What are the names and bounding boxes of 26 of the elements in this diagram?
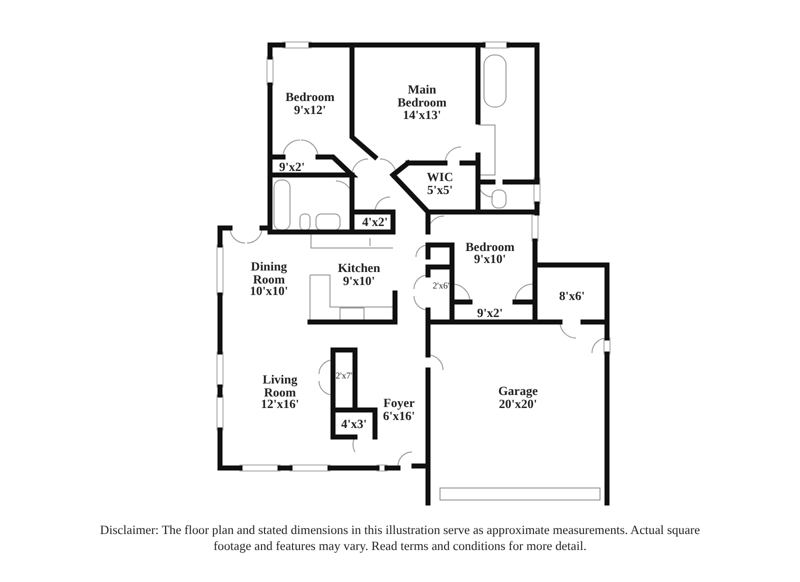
room-name: Main Bedroom [396,84,448,108]
closet-dimensions: 2'x7' [336,372,352,380]
room-name: Bedroom [465,240,515,254]
room-dimensions: 9'x10' [343,274,375,288]
room-dimensions: 6'x16' [383,410,415,422]
room-name: Bedroom [285,90,335,104]
closet-dimensions: 2'x6' [432,282,450,290]
room-name: Foyer [383,396,415,410]
room-name: Dining Room [250,260,288,286]
room-dimensions: 9'x2' [279,160,305,174]
room-dimensions: 9'x12' [294,104,326,116]
room-dimensions: 14'x13' [402,108,442,122]
room-dimensions: 4'x3' [341,418,367,430]
room-name: Garage [498,384,538,398]
room-dimensions: 5'x5' [427,184,453,196]
room-dimensions: 9'x10' [474,252,506,266]
room-dimensions: 8'x6' [559,290,585,302]
disclaimer-caption: Disclaimer: The floor plan and stated dimensions in this illustration serve as approximate measurements. Actual square footage and features may vary. Read terms and conditions for more detail. [100,522,700,554]
room-name: Kitchen [338,262,380,274]
room-dimensions: 12'x16' [260,398,300,410]
room-name: Living Room [262,374,298,398]
room-name: WIC [426,170,454,184]
room-dimensions: 4'x2' [362,216,388,228]
room-dimensions: 10'x10' [250,284,288,298]
room-dimensions: 20'x20' [498,398,538,410]
room-dimensions: 9'x2' [477,306,503,320]
